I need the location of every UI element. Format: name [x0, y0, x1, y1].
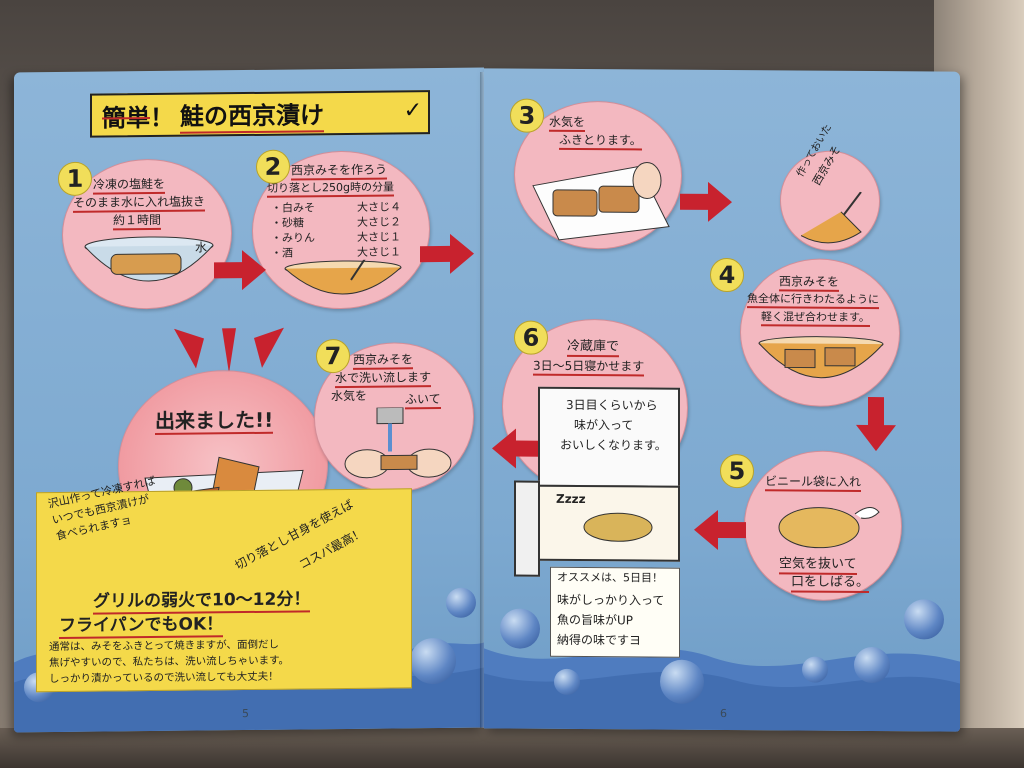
- step-7-line-2: 水で洗い流します: [335, 370, 432, 388]
- step-7-line-1: 西京みそを: [353, 352, 414, 370]
- note-line: 通常は、みそをふきとって焼きますが、面倒だし: [49, 638, 279, 654]
- arrow-down-icon: [856, 397, 896, 452]
- step-5-bottom-1: 空気を抜いて: [779, 556, 857, 575]
- washing-hands-illustration: [344, 406, 452, 479]
- arrow-right-icon: [680, 181, 732, 222]
- ingredient-amount: 大さじ４: [357, 200, 401, 214]
- step-4-line-3: 軽く混ぜ合わせます。: [761, 310, 870, 327]
- miso-aside-circle: 作っておいた 西京みそ: [780, 122, 880, 252]
- arrow-right-icon: [214, 250, 266, 291]
- ingredient-name: ・酒: [271, 246, 293, 260]
- ingredient-amount: 大さじ１: [357, 230, 401, 244]
- step-6-number: 6: [514, 320, 548, 355]
- mixed-bowl-illustration: [758, 336, 884, 379]
- step-3-line-2: ふきとります。: [559, 133, 642, 151]
- title-main: 鮭の西京漬け: [180, 94, 324, 134]
- ingredient-name: ・砂糖: [271, 216, 304, 230]
- fridge-open-shelf: Zzzz: [538, 484, 680, 562]
- bubble: [554, 668, 580, 696]
- step-6-line-2: 3日〜5日寝かせます: [533, 359, 645, 377]
- title-prefix: 簡単: [102, 103, 150, 133]
- step-3-number: 3: [510, 98, 544, 133]
- page-number-left: 5: [242, 707, 249, 721]
- arrow-left-icon: [492, 428, 540, 469]
- booklet-page-right: 水気を ふきとります。 3 作っておいた 西京みそ 西京みそを 魚全体に行きわた…: [484, 68, 960, 732]
- water-label: 水: [195, 240, 208, 255]
- miso-bowl-illustration: [284, 259, 402, 295]
- bubble: [410, 637, 456, 685]
- step-1-line-3: 約１時間: [113, 213, 162, 231]
- tips-note: 沢山作って冷凍すれば いつでも西京漬けが 食べられますョ 切り落とし甘身を使えば…: [36, 474, 412, 693]
- recommend-line: 味がしっかり入って: [557, 592, 665, 608]
- step-1-line-2: そのまま水に入れ塩抜き: [73, 194, 206, 213]
- burst-marks: [174, 327, 284, 374]
- bag-illustration: [778, 507, 880, 549]
- step-5-number: 5: [720, 453, 754, 489]
- wave-decoration: [484, 648, 960, 732]
- recipe-title: 簡単 ！ 鮭の西京漬け ✓: [90, 90, 430, 138]
- zzz-label: Zzzz: [556, 491, 586, 507]
- step-7-circle: 西京みそを 水で洗い流します 水気を ふいて: [314, 341, 474, 494]
- arrow-right-icon: [420, 233, 474, 274]
- fridge-door: [514, 480, 540, 577]
- ingredient-name: ・みりん: [271, 231, 315, 245]
- aside-line: 切り落とし甘身を使えば: [232, 497, 356, 573]
- fridge-note-line: 味が入って: [574, 417, 634, 433]
- step-5-circle: ビニール袋に入れ 空気を抜いて 口をしばる。: [744, 450, 902, 602]
- recommend-line: 納得の味ですヨ: [557, 632, 642, 648]
- step-5-line-1: ビニール袋に入れ: [765, 474, 862, 492]
- bubble: [660, 659, 704, 704]
- grill-tip: グリルの弱火で10〜12分！: [93, 589, 311, 615]
- step-1-circle: 冷凍の塩鮭を そのまま水に入れ塩抜き 約１時間 水: [62, 158, 232, 310]
- step-2-line-2: 切り落とし250g時の分量: [267, 180, 394, 198]
- pouring-miso-illustration: [801, 191, 862, 244]
- step-5-bottom-2: 口をしばる。: [791, 574, 870, 593]
- title-exclam: ！: [150, 103, 174, 132]
- bubble: [802, 656, 828, 683]
- ingredient-name: ・白みそ: [271, 201, 315, 215]
- step-7-number: 7: [316, 338, 350, 374]
- step-1-line-1: 冷凍の塩鮭を: [93, 177, 166, 195]
- bubble: [854, 646, 890, 684]
- step-4-circle: 西京みそを 魚全体に行きわたるように 軽く混ぜ合わせます。: [740, 258, 900, 408]
- paper-towel-salmon-illustration: [532, 161, 670, 241]
- fridge-upper: 3日目くらいから 味が入って おいしくなります。: [538, 386, 680, 488]
- note-line: しっかり漬かっているので洗い流しても大丈夫！: [49, 670, 279, 686]
- fridge-note-line: おいしくなります。: [560, 437, 667, 453]
- note-line: 焦げやすいので、私たちは、洗い流しちゃいます。: [49, 654, 290, 670]
- step-2-number: 2: [256, 149, 290, 184]
- step-6-line-1: 冷蔵庫で: [567, 339, 620, 358]
- step-3-circle: 水気を ふきとります。: [514, 100, 682, 250]
- step-4-line-2: 魚全体に行きわたるように: [747, 292, 879, 309]
- fridge-note-line: 3日目くらいから: [566, 397, 658, 413]
- step-4-line-1: 西京みそを: [779, 274, 840, 292]
- recommend-note: オススメは、5日目！ 味がしっかり入って 魚の旨味がUP 納得の味ですヨ: [550, 566, 680, 658]
- step-4-number: 4: [710, 257, 744, 293]
- step-2-line-1: 西京みそを作ろう: [291, 163, 388, 181]
- step-2-circle: 西京みそを作ろう 切り落とし250g時の分量 ・白みそ 大さじ４ ・砂糖 大さじ…: [252, 150, 430, 310]
- ingredient-amount: 大さじ１: [357, 245, 401, 259]
- bubble: [446, 587, 476, 618]
- pan-tip: フライパンでもOK！: [59, 614, 224, 639]
- frame-bottom: [0, 728, 1024, 768]
- bubble: [500, 608, 540, 649]
- step-1-number: 1: [58, 161, 92, 197]
- done-heading: 出来ました!!: [155, 407, 274, 435]
- recommend-line: オススメは、5日目！: [557, 570, 663, 585]
- recommend-line: 魚の旨味がUP: [557, 612, 634, 628]
- page-number-right: 6: [720, 706, 727, 721]
- booklet-page-left: 簡単 ！ 鮭の西京漬け ✓ 冷凍の塩鮭を そのまま水に入れ塩抜き 約１時間 水 …: [14, 67, 484, 733]
- bowl-water-illustration: [84, 236, 214, 282]
- salmon-bag-illustration: [583, 512, 653, 542]
- pencil-check-icon: ✓: [403, 98, 422, 124]
- arrow-left-icon: [694, 509, 746, 550]
- step-7-line-3: 水気を: [331, 388, 368, 404]
- ingredient-amount: 大さじ２: [357, 215, 401, 229]
- bubble: [904, 599, 944, 640]
- step-3-line-1: 水気を: [549, 115, 586, 132]
